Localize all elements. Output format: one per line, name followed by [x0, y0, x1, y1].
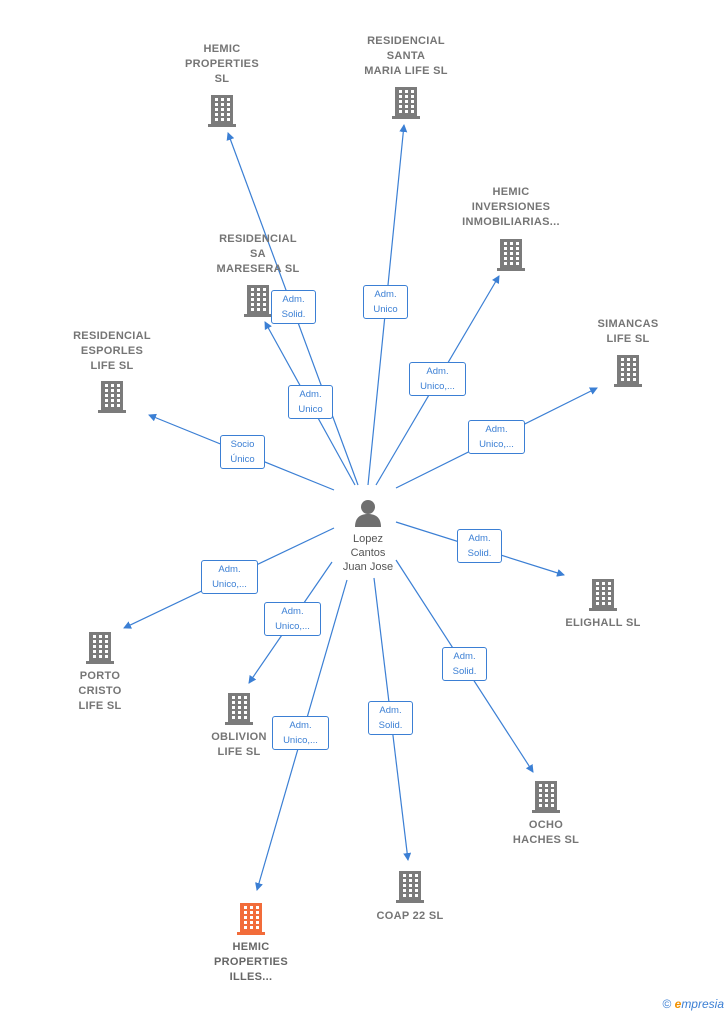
- company-label-residencial-santa-maria[interactable]: RESIDENCIAL SANTA MARIA LIFE SL: [346, 34, 466, 79]
- company-name: OCHO HACHES SL: [512, 819, 580, 846]
- relation-label-simancas-life[interactable]: Adm. Unico,...: [468, 420, 525, 454]
- relation-label-hemic-inversiones[interactable]: Adm. Unico,...: [409, 362, 466, 396]
- relation-label-ocho-haches[interactable]: Adm. Solid.: [442, 647, 487, 681]
- company-label-porto-cristo[interactable]: PORTO CRISTO LIFE SL: [40, 669, 160, 714]
- relation-label-porto-cristo[interactable]: Adm. Unico,...: [201, 560, 258, 594]
- company-name: SIMANCAS LIFE SL: [597, 318, 659, 345]
- building-icon: [225, 693, 253, 725]
- company-name: HEMIC PROPERTIES SL: [185, 43, 259, 85]
- company-name: COAP 22 SL: [376, 910, 444, 922]
- building-icon: [396, 871, 424, 903]
- company-label-ocho-haches[interactable]: OCHO HACHES SL: [486, 818, 606, 848]
- relation-label-hemic-properties-illes[interactable]: Adm. Unico,...: [272, 716, 329, 750]
- company-label-simancas-life[interactable]: SIMANCAS LIFE SL: [568, 317, 688, 347]
- building-icon: [497, 239, 525, 271]
- relation-label-oblivion-life[interactable]: Adm. Unico,...: [264, 602, 321, 636]
- building-icon: [244, 285, 272, 317]
- company-label-oblivion-life[interactable]: OBLIVION LIFE SL: [179, 730, 299, 760]
- relation-label-coap-22[interactable]: Adm. Solid.: [368, 701, 413, 735]
- copyright-symbol: ©: [662, 997, 672, 1011]
- company-name: PORTO CRISTO LIFE SL: [78, 670, 122, 712]
- building-icon: [98, 381, 126, 413]
- company-name: HEMIC PROPERTIES ILLES...: [214, 941, 288, 983]
- relation-label-hemic-properties[interactable]: Adm. Unico: [288, 385, 333, 419]
- building-icon: [237, 903, 265, 935]
- company-label-residencial-sa-maresera[interactable]: RESIDENCIAL SA MARESERA SL: [198, 232, 318, 277]
- company-label-hemic-properties-illes[interactable]: HEMIC PROPERTIES ILLES...: [191, 940, 311, 985]
- relation-label-residencial-sa-maresera[interactable]: Adm. Solid.: [271, 290, 316, 324]
- company-name: RESIDENCIAL SANTA MARIA LIFE SL: [364, 35, 448, 77]
- company-name: RESIDENCIAL ESPORLES LIFE SL: [73, 330, 151, 372]
- company-label-hemic-inversiones[interactable]: HEMIC INVERSIONES INMOBILIARIAS...: [451, 185, 571, 230]
- company-name: ELIGHALL SL: [565, 617, 641, 629]
- company-name: HEMIC INVERSIONES INMOBILIARIAS...: [462, 186, 560, 228]
- building-icon: [532, 781, 560, 813]
- person-name: Lopez Cantos Juan Jose: [342, 533, 394, 573]
- brand-logo-text: mpresia: [681, 997, 724, 1011]
- footer-brand: © empresia: [662, 997, 724, 1011]
- brand-logo-initial: e: [674, 997, 682, 1011]
- company-label-elighall[interactable]: ELIGHALL SL: [543, 616, 663, 631]
- company-label-coap-22[interactable]: COAP 22 SL: [350, 909, 470, 924]
- building-icon: [614, 355, 642, 387]
- relation-label-residencial-esporles[interactable]: Socio Único: [220, 435, 265, 469]
- company-name: RESIDENCIAL SA MARESERA SL: [216, 233, 300, 275]
- relation-label-elighall[interactable]: Adm. Solid.: [457, 529, 502, 563]
- company-label-residencial-esporles[interactable]: RESIDENCIAL ESPORLES LIFE SL: [52, 329, 172, 374]
- company-name: OBLIVION LIFE SL: [211, 731, 267, 758]
- building-icon: [392, 87, 420, 119]
- company-label-hemic-properties[interactable]: HEMIC PROPERTIES SL: [162, 42, 282, 87]
- building-icon: [86, 632, 114, 664]
- building-icon: [208, 95, 236, 127]
- person-icon: [355, 500, 381, 527]
- center-person[interactable]: Lopez Cantos Juan Jose: [318, 495, 418, 575]
- relation-label-residencial-santa-maria[interactable]: Adm. Unico: [363, 285, 408, 319]
- building-icon: [589, 579, 617, 611]
